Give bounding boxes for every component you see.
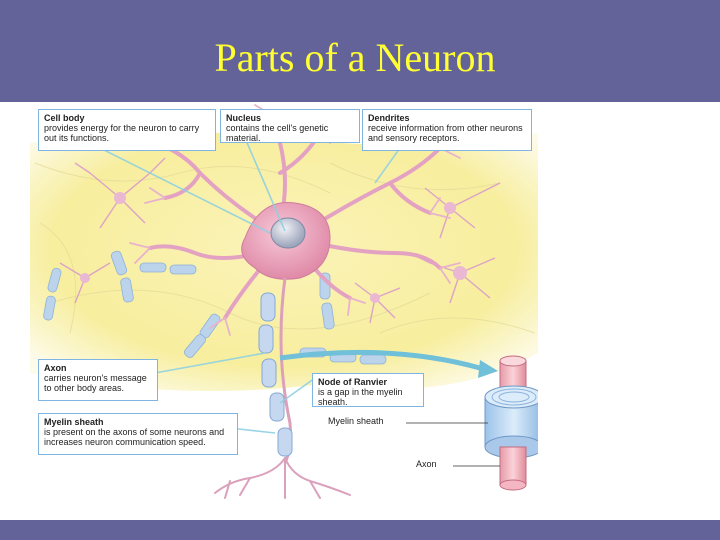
callout-node-of-ranvier: Node of Ranvier is a gap in the myelin s… <box>312 373 424 407</box>
callout-cell-body-text: provides energy for the neuron to carry … <box>44 123 200 143</box>
inset-label-axon: Axon <box>414 459 439 469</box>
callout-nucleus: Nucleus contains the cell's genetic mate… <box>220 109 360 143</box>
nucleus <box>270 217 306 249</box>
leader-lines <box>99 137 401 434</box>
inset-arrow <box>279 349 481 371</box>
callout-dendrites-text: receive information from other neurons a… <box>368 123 523 143</box>
myelin-inset <box>406 355 544 491</box>
background-neurons <box>59 157 501 324</box>
callout-dendrites-title: Dendrites <box>368 113 410 123</box>
slide-title: Parts of a Neuron <box>214 35 496 80</box>
callout-dendrites: Dendrites receive information from other… <box>362 109 532 151</box>
dendrites <box>138 109 442 320</box>
callout-cell-body: Cell body provides energy for the neuron… <box>38 109 216 151</box>
callout-nucleus-text: contains the cell's genetic material. <box>226 123 329 143</box>
callout-axon-text: carries neuron's message to other body a… <box>44 373 147 393</box>
callout-nucleus-title: Nucleus <box>226 113 262 123</box>
callout-myelin-sheath: Myelin sheath is present on the axons of… <box>38 413 238 455</box>
neuron-illustration <box>30 103 544 500</box>
callout-node-of-ranvier-title: Node of Ranvier <box>318 377 388 387</box>
callout-axon-title: Axon <box>44 363 67 373</box>
axon-terminals <box>214 457 351 499</box>
callout-cell-body-title: Cell body <box>44 113 85 123</box>
main-axon-myelin <box>258 292 293 457</box>
callout-myelin-sheath-title: Myelin sheath <box>44 417 104 427</box>
callout-axon: Axon carries neuron's message to other b… <box>38 359 158 401</box>
callout-myelin-sheath-text: is present on the axons of some neurons … <box>44 427 225 447</box>
inset-label-myelin-sheath: Myelin sheath <box>326 416 386 426</box>
neuron-diagram: Cell body provides energy for the neuron… <box>30 103 544 500</box>
bottom-bar <box>0 520 720 540</box>
callout-node-of-ranvier-text: is a gap in the myelin sheath. <box>318 387 403 407</box>
title-bar <box>0 0 720 102</box>
